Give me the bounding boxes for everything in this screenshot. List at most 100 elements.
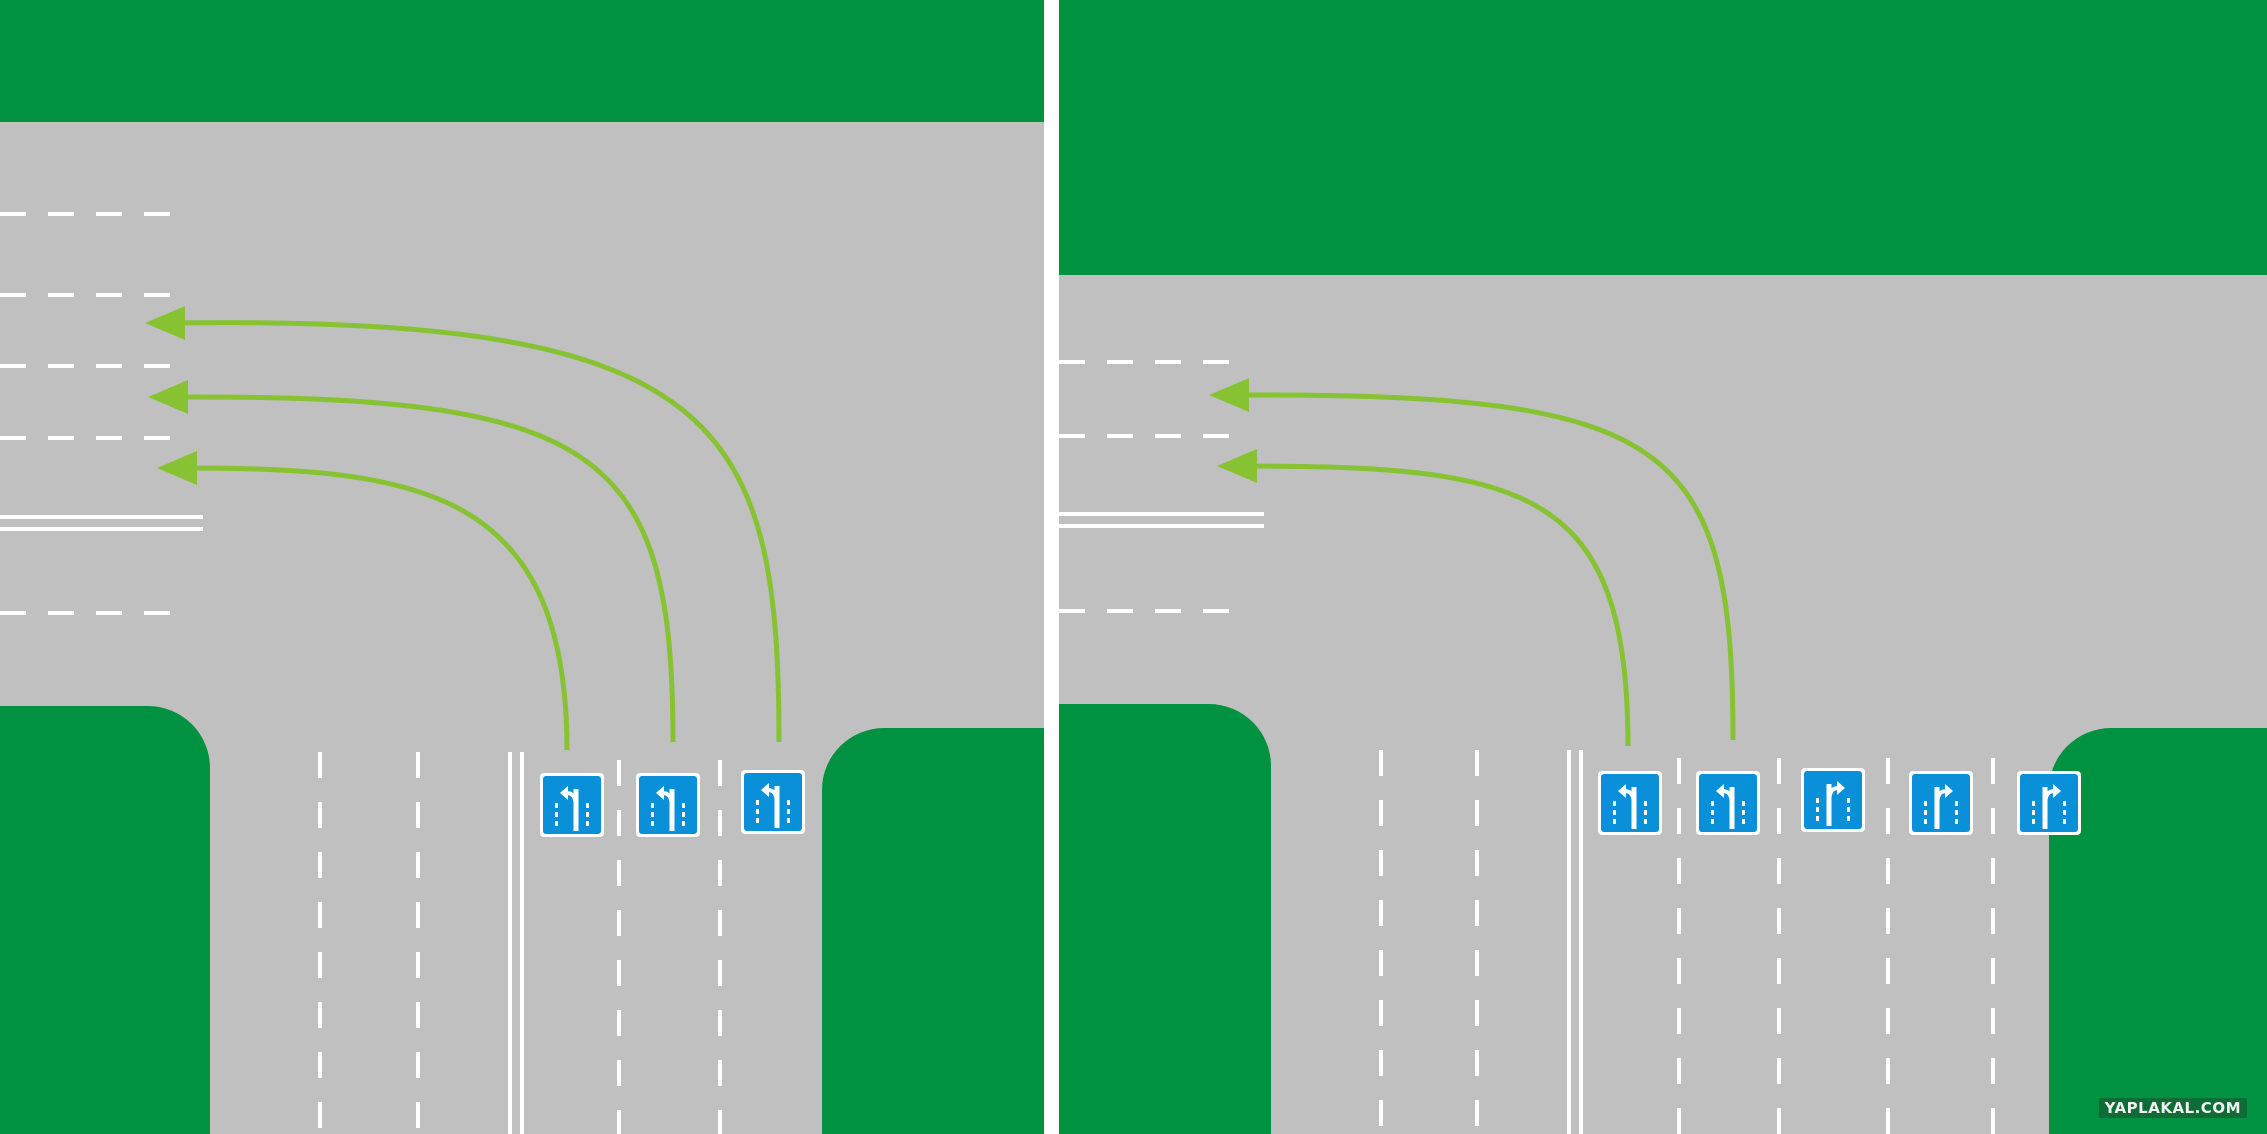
- sign-turn-head: [1618, 784, 1626, 798]
- sign-lane-dot: [1955, 810, 1958, 815]
- sign-lane-dot: [1816, 816, 1819, 821]
- grass-bottom-right: [2049, 728, 2267, 1134]
- sign-straight-arrow: [573, 789, 579, 831]
- sign-turn-head: [1716, 784, 1724, 798]
- sign-turn-head: [656, 786, 664, 800]
- sign-straight-arrow: [774, 786, 780, 828]
- sign-lane-dot: [787, 818, 790, 823]
- sign-lane-dot: [1644, 819, 1647, 824]
- sign-turn-head: [560, 786, 568, 800]
- sign-lane-dot: [586, 803, 589, 808]
- sign-lane-dot: [651, 812, 654, 817]
- grass-bottom-left: [1059, 704, 1271, 1134]
- turn-path-line: [1244, 463, 1631, 747]
- sign-lane-dot: [682, 803, 685, 808]
- sign-lane-dot: [651, 803, 654, 808]
- sign-face: [543, 776, 601, 834]
- grass-bottom-right: [822, 728, 1044, 1134]
- left-intersection-diagram: [0, 0, 1044, 1134]
- sign-lane-dot: [1816, 807, 1819, 812]
- sign-straight-arrow: [1934, 787, 1940, 829]
- sign-lane-dot: [1847, 798, 1850, 803]
- lane-direction-sign-icon: [2017, 771, 2081, 835]
- sign-lane-dot: [787, 800, 790, 805]
- left-intersection-panel: [0, 0, 1044, 1134]
- sign-lane-dot: [1847, 807, 1850, 812]
- sign-turn-head: [1837, 781, 1845, 795]
- sign-face: [1912, 774, 1970, 832]
- grass-top: [1059, 0, 2267, 275]
- sign-face: [1699, 774, 1757, 832]
- sign-lane-dot: [1742, 810, 1745, 815]
- turn-path-line: [184, 465, 570, 751]
- sign-lane-dot: [682, 812, 685, 817]
- turn-path-line: [172, 320, 782, 743]
- sign-face: [1804, 771, 1862, 829]
- sign-face: [744, 773, 802, 831]
- turn-arrowhead-icon: [157, 451, 197, 485]
- sign-lane-dot: [1644, 801, 1647, 806]
- right-intersection-diagram: [1059, 0, 2267, 1134]
- sign-lane-dot: [555, 812, 558, 817]
- watermark-text: YAPLAKAL.COM: [2098, 1098, 2247, 1118]
- sign-turn-head: [1945, 784, 1953, 798]
- sign-lane-dot: [1711, 810, 1714, 815]
- grass-bottom-left: [0, 706, 210, 1134]
- grass-top: [0, 0, 1044, 122]
- sign-straight-arrow: [1729, 787, 1735, 829]
- turn-path-line: [1236, 392, 1736, 741]
- sign-lane-dot: [1711, 819, 1714, 824]
- sign-face: [1601, 774, 1659, 832]
- lane-direction-sign-icon: [1909, 771, 1973, 835]
- sign-lane-dot: [2063, 810, 2066, 815]
- turn-path-line: [175, 394, 676, 743]
- sign-lane-dot: [1847, 816, 1850, 821]
- lane-direction-sign-icon: [1696, 771, 1760, 835]
- sign-lane-dot: [756, 818, 759, 823]
- sign-face: [639, 776, 697, 834]
- sign-lane-dot: [2063, 819, 2066, 824]
- sign-lane-dot: [1711, 801, 1714, 806]
- sign-straight-arrow: [1826, 784, 1832, 826]
- lane-direction-sign-icon: [636, 773, 700, 837]
- sign-lane-dot: [756, 809, 759, 814]
- sign-lane-dot: [1955, 819, 1958, 824]
- sign-face: [2020, 774, 2078, 832]
- sign-lane-dot: [586, 812, 589, 817]
- sign-lane-dot: [555, 803, 558, 808]
- turn-arrowhead-icon: [1217, 449, 1257, 483]
- sign-lane-dot: [1816, 798, 1819, 803]
- right-intersection-panel: [1059, 0, 2267, 1134]
- sign-lane-dot: [1924, 801, 1927, 806]
- sign-lane-dot: [2032, 810, 2035, 815]
- sign-lane-dot: [1742, 819, 1745, 824]
- turn-arrowhead-icon: [145, 306, 185, 340]
- sign-lane-dot: [1613, 810, 1616, 815]
- sign-lane-dot: [1613, 801, 1616, 806]
- sign-lane-dot: [1955, 801, 1958, 806]
- turn-arrowhead-icon: [1209, 378, 1249, 412]
- sign-lane-dot: [2032, 801, 2035, 806]
- sign-lane-dot: [756, 800, 759, 805]
- sign-turn-head: [761, 783, 769, 797]
- sign-lane-dot: [1644, 810, 1647, 815]
- lane-direction-sign-icon: [741, 770, 805, 834]
- lane-direction-sign-icon: [540, 773, 604, 837]
- sign-lane-dot: [682, 821, 685, 826]
- sign-straight-arrow: [2042, 787, 2048, 829]
- turn-arrowhead-icon: [148, 380, 188, 414]
- sign-lane-dot: [787, 809, 790, 814]
- sign-lane-dot: [1924, 819, 1927, 824]
- sign-lane-dot: [2063, 801, 2066, 806]
- sign-lane-dot: [2032, 819, 2035, 824]
- sign-lane-dot: [555, 821, 558, 826]
- sign-lane-dot: [651, 821, 654, 826]
- sign-straight-arrow: [1631, 787, 1637, 829]
- sign-straight-arrow: [669, 789, 675, 831]
- lane-direction-sign-icon: [1598, 771, 1662, 835]
- sign-lane-dot: [586, 821, 589, 826]
- sign-lane-dot: [1613, 819, 1616, 824]
- sign-lane-dot: [1924, 810, 1927, 815]
- sign-turn-head: [2053, 784, 2061, 798]
- lane-direction-sign-icon: [1801, 768, 1865, 832]
